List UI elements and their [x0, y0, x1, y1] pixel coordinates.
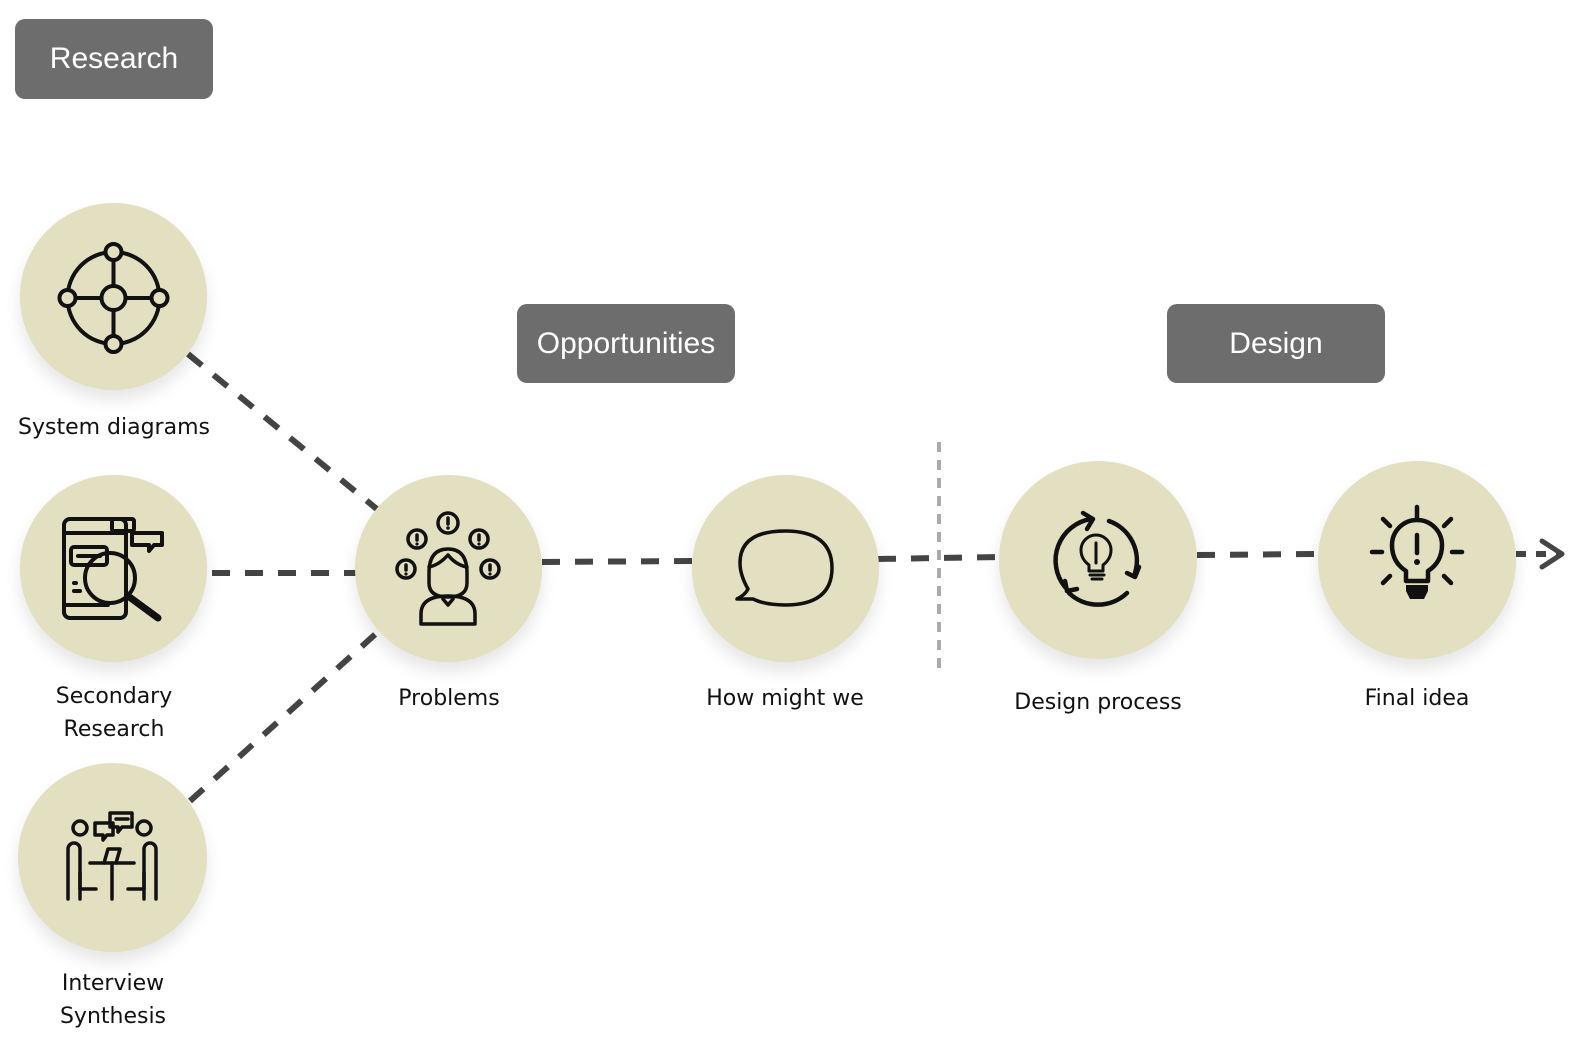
- node-label-line: Secondary: [55, 684, 173, 709]
- stage-label-research: Research: [15, 19, 213, 99]
- node-label-line: Interview: [61, 971, 165, 996]
- node-system-diagrams: [20, 203, 207, 390]
- idea-cycle-icon: [1053, 510, 1142, 607]
- node-label-system-diagrams: System diagrams: [18, 415, 210, 440]
- node-label-final-idea: Final idea: [1364, 686, 1470, 711]
- node-label-how-might-we: How might we: [706, 686, 864, 711]
- stage-label-design: Design: [1167, 304, 1385, 383]
- connector-interview-to-problems: [187, 627, 383, 804]
- stage-label-opportunities: Opportunities: [517, 304, 735, 383]
- node-label-line: Synthesis: [59, 1004, 167, 1029]
- lightbulb-icon: [1369, 504, 1465, 599]
- node-final-idea: [1318, 461, 1516, 659]
- connector-design-process-to-final: [1196, 551, 1319, 558]
- node-secondary-research: [20, 475, 207, 662]
- node-how-might-we: [692, 475, 879, 662]
- arrowhead-icon: [1539, 538, 1565, 570]
- network-hub-icon: [57, 242, 170, 354]
- connector-hmw-to-design-process: [877, 554, 1000, 562]
- node-label-line: Research: [63, 717, 165, 742]
- node-label-interview-synthesis: Interview Synthesis: [0, 967, 226, 1033]
- node-label-secondary-research: Secondary Research: [0, 680, 228, 746]
- node-interview-synthesis: [18, 763, 207, 952]
- person-problems-icon: [395, 511, 501, 626]
- node-problems: [355, 475, 542, 662]
- document-search-icon: [62, 517, 164, 622]
- connector-problems-to-hmw: [541, 558, 693, 565]
- interview-meeting-icon: [66, 811, 158, 901]
- node-label-problems: Problems: [398, 686, 500, 711]
- connector-system-to-problems: [186, 351, 380, 513]
- node-label-design-process: Design process: [1014, 690, 1182, 715]
- speech-bubble-icon: [735, 529, 834, 607]
- node-design-process: [999, 461, 1197, 659]
